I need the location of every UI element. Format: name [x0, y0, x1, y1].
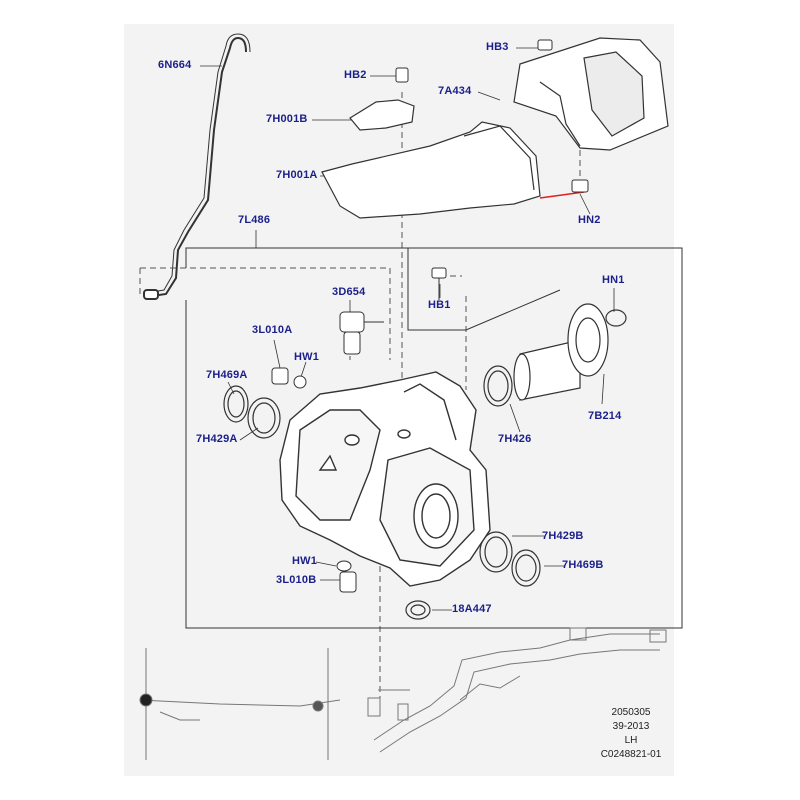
callout-7h001a: 7H001A	[276, 169, 318, 181]
callout-6n664: 6N664	[158, 59, 192, 71]
heat-shield-main	[321, 121, 541, 219]
highlight-indicator	[539, 191, 585, 199]
callout-18a447: 18A447	[452, 603, 492, 615]
callout-7b214: 7B214	[588, 410, 622, 422]
callout-7h469a: 7H469A	[206, 369, 248, 381]
callout-7h469b: 7H469B	[562, 559, 604, 571]
callout-3l010a: 3L010A	[252, 324, 293, 336]
plug-3l010a	[271, 367, 307, 389]
callout-7h001b: 7H001B	[266, 113, 308, 125]
callout-hw1-bottom: HW1	[292, 555, 318, 567]
leader-lines	[200, 47, 615, 611]
reference-line-1: 2050305	[611, 707, 651, 718]
callout-3d654: 3D654	[332, 286, 366, 298]
seals-right	[405, 309, 627, 620]
callout-7a434: 7A434	[438, 85, 472, 97]
callout-7h429a: 7H429A	[196, 433, 238, 445]
transfer-case-housing	[279, 371, 491, 587]
reference-line-2: 39-2013	[612, 721, 650, 732]
fasteners	[395, 39, 589, 300]
plug-3l010b	[336, 560, 357, 593]
breather-pipe	[143, 33, 251, 300]
kit-7l486-outline	[185, 247, 683, 629]
reference-line-4: C0248821-01	[600, 749, 662, 760]
callout-7h426: 7H426	[498, 433, 532, 445]
reference-line-3: LH	[624, 735, 638, 746]
callout-hn2: HN2	[578, 214, 601, 226]
output-flange-7b214	[513, 303, 609, 401]
bracket-7h001b	[349, 99, 415, 131]
lower-piping-sketch	[139, 627, 667, 760]
reference-block: 2050305 39-2013 LH C0248821-01	[586, 706, 676, 762]
callout-7h429b: 7H429B	[542, 530, 584, 542]
callout-hb1: HB1	[428, 299, 451, 311]
callout-7l486: 7L486	[238, 214, 271, 226]
sensor-3d654	[339, 311, 384, 355]
heat-shield-rear	[513, 37, 669, 151]
seals-left	[223, 385, 281, 439]
callout-hb2: HB2	[344, 69, 367, 81]
callout-3l010b: 3L010B	[276, 574, 317, 586]
callout-hb3: HB3	[486, 41, 509, 53]
callout-hn1: HN1	[602, 274, 625, 286]
callout-hw1-top: HW1	[294, 351, 320, 363]
